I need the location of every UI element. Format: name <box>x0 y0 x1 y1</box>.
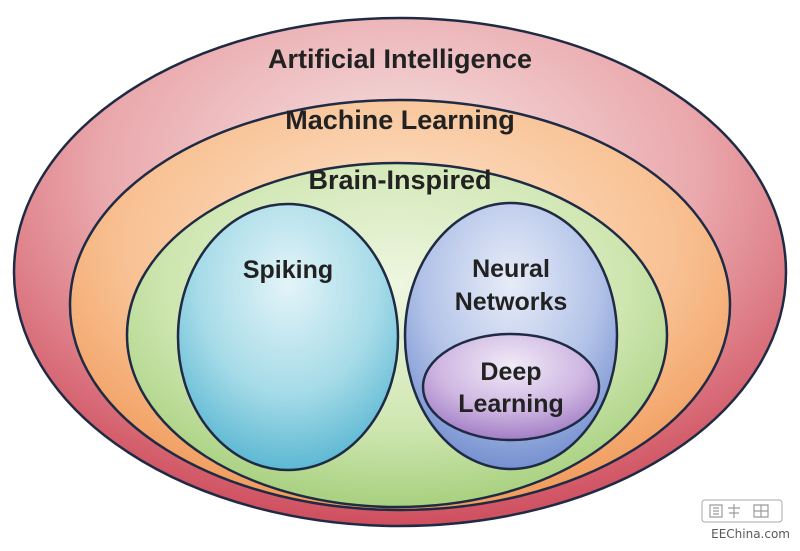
watermark-site-text: EEChina.com <box>711 527 790 541</box>
deep-learning-region: Deep Learning <box>421 332 601 442</box>
deep-learning-ellipse <box>421 332 601 442</box>
spiking-label: Spiking <box>243 256 333 284</box>
ai-label: Artificial Intelligence <box>268 44 532 74</box>
neural-networks-label-line1: Neural <box>472 255 550 283</box>
brain-label: Brain-Inspired <box>308 165 491 195</box>
deep-learning-label-line1: Deep <box>480 358 541 386</box>
spiking-ellipse <box>176 202 400 472</box>
deep-learning-label-line2: Learning <box>458 390 564 418</box>
watermark-logo-icon <box>701 499 783 523</box>
ml-label: Machine Learning <box>285 105 515 135</box>
neural-networks-label-line2: Networks <box>455 288 568 316</box>
spiking-region: Spiking <box>176 202 400 472</box>
watermark: EEChina.com <box>701 499 790 541</box>
